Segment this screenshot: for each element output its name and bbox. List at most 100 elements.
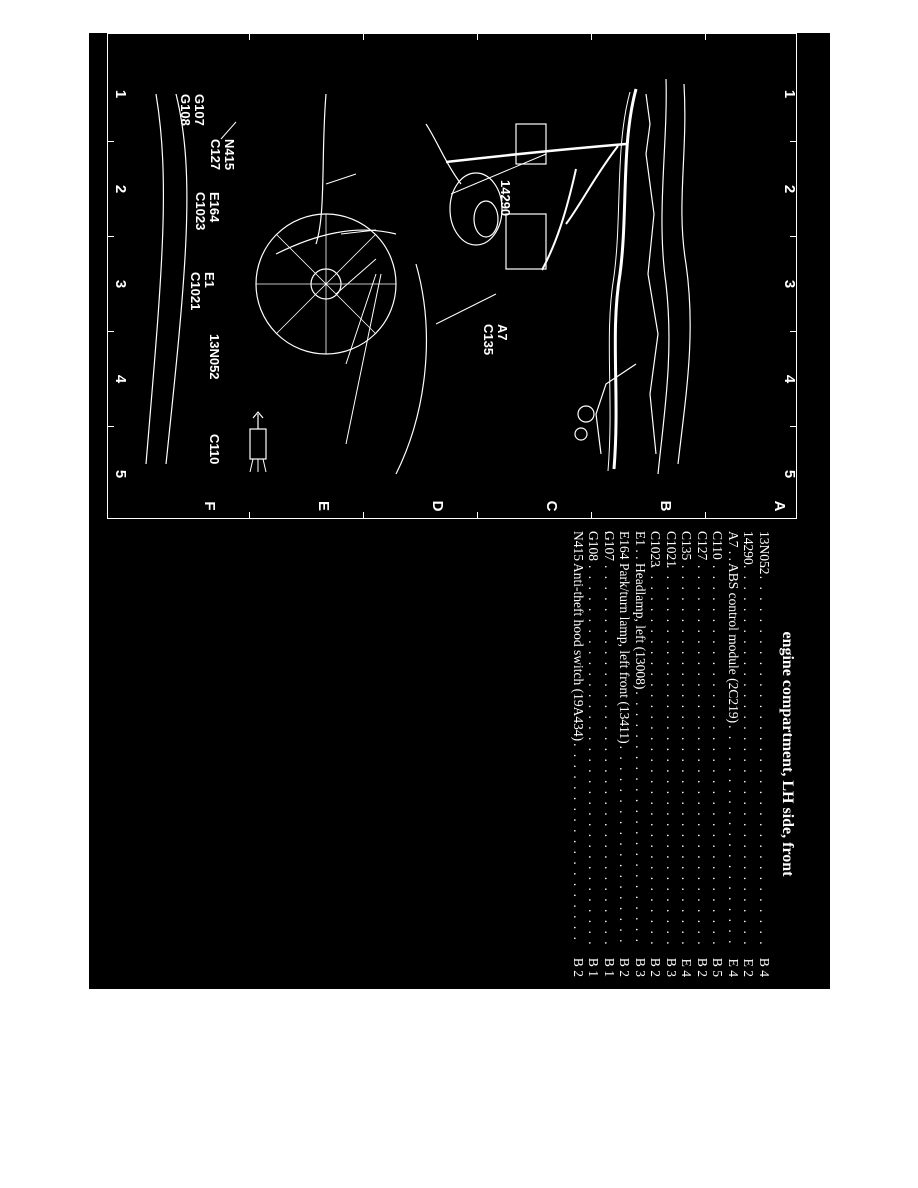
leader-dots [710, 563, 726, 947]
legend-code: 13N052 [757, 531, 772, 575]
legend-code: C127 [695, 531, 710, 561]
locator-diagram: A B C D E F A B C D E F 1 2 3 4 5 1 2 3 … [107, 15, 798, 519]
leader-a7 [435, 293, 497, 325]
legend-row: C110 B 5 [710, 531, 726, 977]
ground-point [577, 405, 595, 423]
harness-main-shadow [607, 91, 631, 472]
leader-dots [741, 563, 757, 947]
callout-line: G108 [178, 94, 193, 126]
callout-line: C1021 [188, 272, 203, 311]
legend-title: engine compartment, LH side, front [779, 631, 796, 877]
grid-row-label-top: A [771, 14, 788, 26]
legend-code: E1 . . [633, 531, 648, 560]
abs-connector [515, 123, 547, 165]
legend-location: B 2 [695, 957, 710, 977]
abs-motor [473, 200, 499, 238]
leader-dots [602, 563, 618, 947]
front-direction-arrow-icon [249, 411, 267, 473]
legend-rows: 13N052 B 4 14290 E 2 A7 . . ABS control … [571, 531, 773, 977]
legend-row: N415 Anti-theft hood switch (19A434) B 2 [571, 531, 586, 977]
callout-line: E1 [202, 272, 217, 288]
legend-code: C1023 [648, 531, 664, 568]
leader-dots [757, 563, 773, 947]
leader-dots [726, 723, 742, 947]
legend-row: C127 B 2 [695, 531, 711, 977]
callout-n415-c127: N415 C127 [208, 139, 237, 171]
legend-code: A7 . . [726, 531, 741, 561]
engine-compartment-illustration [145, 78, 691, 475]
connector-block [505, 213, 547, 270]
legend-row: 14290 E 2 [741, 531, 757, 977]
callout-a7-c135: A7 C135 [481, 324, 510, 356]
callout-e164-c1023: E164 C1023 [193, 192, 222, 231]
callout-line: 14290 [498, 180, 513, 217]
legend-description: ABS control module (2C219) [726, 563, 741, 724]
callout-c110: C110 [207, 434, 222, 464]
leader-dots [586, 563, 602, 947]
rotated-page: A B C D E F A B C D E F 1 2 3 4 5 1 2 3 … [89, 15, 830, 989]
callout-line: C1023 [193, 192, 208, 231]
legend-location: E 4 [726, 958, 741, 977]
harness-branch-3 [541, 168, 577, 271]
legend-row: G107 B 1 [602, 531, 618, 977]
callout-13n052: 13N052 [207, 334, 222, 380]
fender-inner-edge [657, 78, 670, 475]
cooling-fan [255, 213, 397, 355]
legend-location: B 5 [710, 957, 726, 977]
brake-line [425, 123, 462, 185]
legend-location: B 2 [648, 957, 664, 977]
legend-row: C1023 B 2 [648, 531, 664, 977]
legend-location: B 1 [602, 957, 617, 977]
leader-dots [664, 563, 680, 947]
callout-14290: 14290 [498, 180, 513, 217]
hose [315, 93, 327, 245]
abs-module [449, 172, 503, 246]
legend-code: 14290 [741, 531, 757, 565]
legend-description: Headlamp, left (13008) [633, 563, 648, 690]
legend-code: G108 [586, 531, 602, 561]
callout-line: C135 [481, 324, 496, 356]
bumper-edge [165, 93, 188, 465]
diagram-panel: A B C D E F A B C D E F 1 2 3 4 5 1 2 3 … [89, 15, 830, 989]
radiator-top [395, 263, 427, 475]
radiator-support [645, 93, 659, 455]
grid-row-label-top: F [201, 15, 218, 25]
legend-row: E164 . Park/turn lamp, left front (13411… [602, 531, 633, 977]
fender-edge [677, 83, 691, 465]
component-legend: engine compartment, LH side, front 13N05… [102, 531, 802, 977]
callout-line: C127 [208, 139, 223, 171]
harness-branch-2 [565, 145, 619, 225]
legend-row: E1 . . Headlamp, left (13008) B 3 [633, 531, 648, 977]
legend-location: B 3 [664, 957, 679, 977]
callout-line: N415 [222, 139, 237, 171]
leader-dots [617, 744, 633, 947]
legend-code: C110 [710, 531, 726, 560]
grid-row-label-top: B [657, 14, 674, 26]
harness-main [612, 88, 638, 470]
legend-location: E 4 [679, 958, 695, 977]
legend-code: E164 . [602, 531, 633, 560]
leader-14290 [450, 153, 547, 195]
legend-code: G107 [602, 531, 617, 561]
callout-line: 13N052 [207, 334, 222, 380]
legend-code: N415 [571, 531, 586, 561]
legend-description: Anti-theft hood switch (19A434) [571, 563, 586, 742]
callout-line: E164 [207, 192, 222, 223]
fan-shroud-edge [275, 229, 397, 255]
leader-c110 [345, 273, 382, 445]
harness-branch [445, 142, 627, 164]
grid-row-label-top: E [315, 14, 332, 25]
leader-dots [695, 563, 711, 947]
ground-point [574, 427, 588, 441]
lamp-wiring [595, 363, 637, 455]
legend-row: G108 B 1 [586, 531, 602, 977]
callout-e1-c1021: E1 C1021 [188, 272, 217, 311]
leader-g107 [220, 121, 237, 140]
legend-location: B 1 [586, 957, 602, 977]
callout-g107-g108: G107 G108 [178, 94, 207, 126]
leader-n415 [325, 173, 357, 185]
legend-location: B 4 [757, 957, 772, 977]
leader-e1 [335, 258, 377, 295]
legend-location: B 2 [617, 957, 633, 977]
legend-description: Park/turn lamp, left front (13411) [617, 563, 633, 744]
